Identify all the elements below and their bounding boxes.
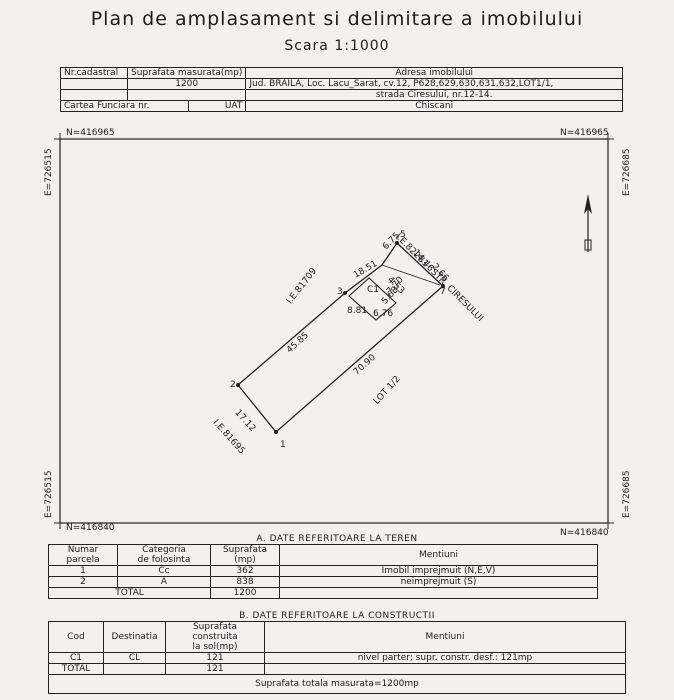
total-row: TOTAL 1200 <box>48 587 598 599</box>
point-label-2: 2 <box>230 380 236 390</box>
point-label-7: 7 <box>440 287 446 297</box>
internal-boundary <box>381 264 441 286</box>
point-5 <box>395 241 399 245</box>
property-info-table: Nr.cadastral Suprafata masurata(mp) Adre… <box>59 67 623 112</box>
document-title: Plan de amplasament si delimitare a imob… <box>90 8 584 30</box>
col-suprafata: Suprafata(mp) <box>210 544 280 566</box>
total-surface-text: Suprafata totala masurata=1200mp <box>48 674 626 694</box>
cartea-funciara-label: Cartea Funciara nr.UAT <box>59 100 247 112</box>
point-label-1: 1 <box>280 440 286 450</box>
coord-n-top-right: N=416965 <box>560 128 609 138</box>
coord-e-right-top: E=726685 <box>622 148 632 196</box>
scale-label: Scara 1:1000 <box>284 38 390 54</box>
point-label-3: 3 <box>337 287 343 297</box>
point-3 <box>343 291 347 295</box>
coord-e-left-top: E=726515 <box>44 148 54 196</box>
col-destinatia: Destinatia <box>103 621 166 653</box>
uat-value: Chiscani <box>245 100 623 112</box>
parcel-outline <box>237 242 444 433</box>
building-label: C1 <box>367 285 380 295</box>
suprafata-value: 1200 <box>126 78 247 90</box>
col-mentiuni: Mentiuni <box>279 544 598 566</box>
coord-e-left-bottom: E=726515 <box>44 470 54 518</box>
point-label-5: 5 <box>400 230 406 240</box>
point-1 <box>274 430 278 434</box>
table-row: C1 CL 121 nivel parter; supr. constr. de… <box>48 652 626 664</box>
coord-n-bottom-left: N=416840 <box>66 523 115 533</box>
table-row: 2 A 838 neimprejmuit (S) <box>48 576 598 588</box>
coord-n-bottom-right: N=416840 <box>560 528 609 538</box>
total-row: TOTAL 121 <box>48 663 626 675</box>
building-c1-outline <box>348 277 397 321</box>
coord-e-right-bottom: E=726685 <box>622 470 632 518</box>
col-cod: Cod <box>48 621 104 653</box>
dim-6-76: 6.76 <box>373 309 394 319</box>
plan-frame <box>59 138 609 524</box>
dim-8-81: 8.81 <box>347 306 368 316</box>
coord-n-top-left: N=416965 <box>66 128 115 138</box>
section-b-title: B. DATE REFERITOARE LA CONSTRUCTII <box>239 611 435 621</box>
point-2 <box>236 383 240 387</box>
point-7 <box>441 284 445 288</box>
north-arrow-icon <box>584 194 592 252</box>
section-a-title: A. DATE REFERITOARE LA TEREN <box>256 534 418 544</box>
col-mentiuni: Mentiuni <box>264 621 626 653</box>
uat-label: UAT <box>187 101 242 111</box>
table-row: 1 Cc 362 Imobil imprejmuit (N,E,V) <box>48 565 598 577</box>
